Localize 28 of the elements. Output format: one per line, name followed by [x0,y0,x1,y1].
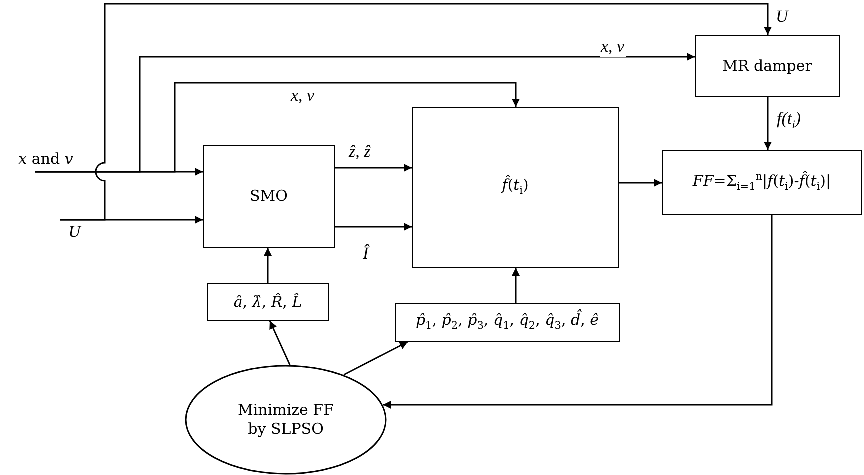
arrow [60,3,772,221]
arrow [35,82,520,173]
arrow [383,215,773,409]
arrow [764,97,772,150]
block-label: Minimize FF by SLPSO [237,401,335,439]
arrow [335,223,412,231]
damper-block [695,35,840,97]
arrow [619,179,662,187]
fitness-function-block [662,150,862,215]
arrow [512,268,520,303]
block-label: SMO [250,187,288,206]
block-label: p̂$_{1}$, p̂$_{2}$, p̂$_{3}$, q̂$_{1}$, q̂$_{2}$, q̂$_{3}$, d̂, ê [416,311,600,334]
parameter-block [395,303,620,342]
arrow [335,164,412,172]
input-label: U [68,222,82,242]
block-label: â, λ̂, R̂, L̂ [234,292,302,312]
arrow [269,320,291,366]
edge-label: ẑ, ẑ [348,143,372,162]
block-label: FF=Σ$_{i=1}$$^{n}$|f(t$_{i}$)-f̂(t$_{i}$)| [692,170,832,194]
arrow [344,341,408,376]
block-label: MR damper [722,56,812,76]
observer-block [203,145,335,248]
parameter-block [207,283,329,321]
block-label: f̂(t$_{i}$) [502,176,529,199]
edge-label: f(t$_{i}$) [776,110,802,132]
input-label: x and v [18,150,74,169]
arrow [264,248,272,283]
model-block [412,107,619,268]
